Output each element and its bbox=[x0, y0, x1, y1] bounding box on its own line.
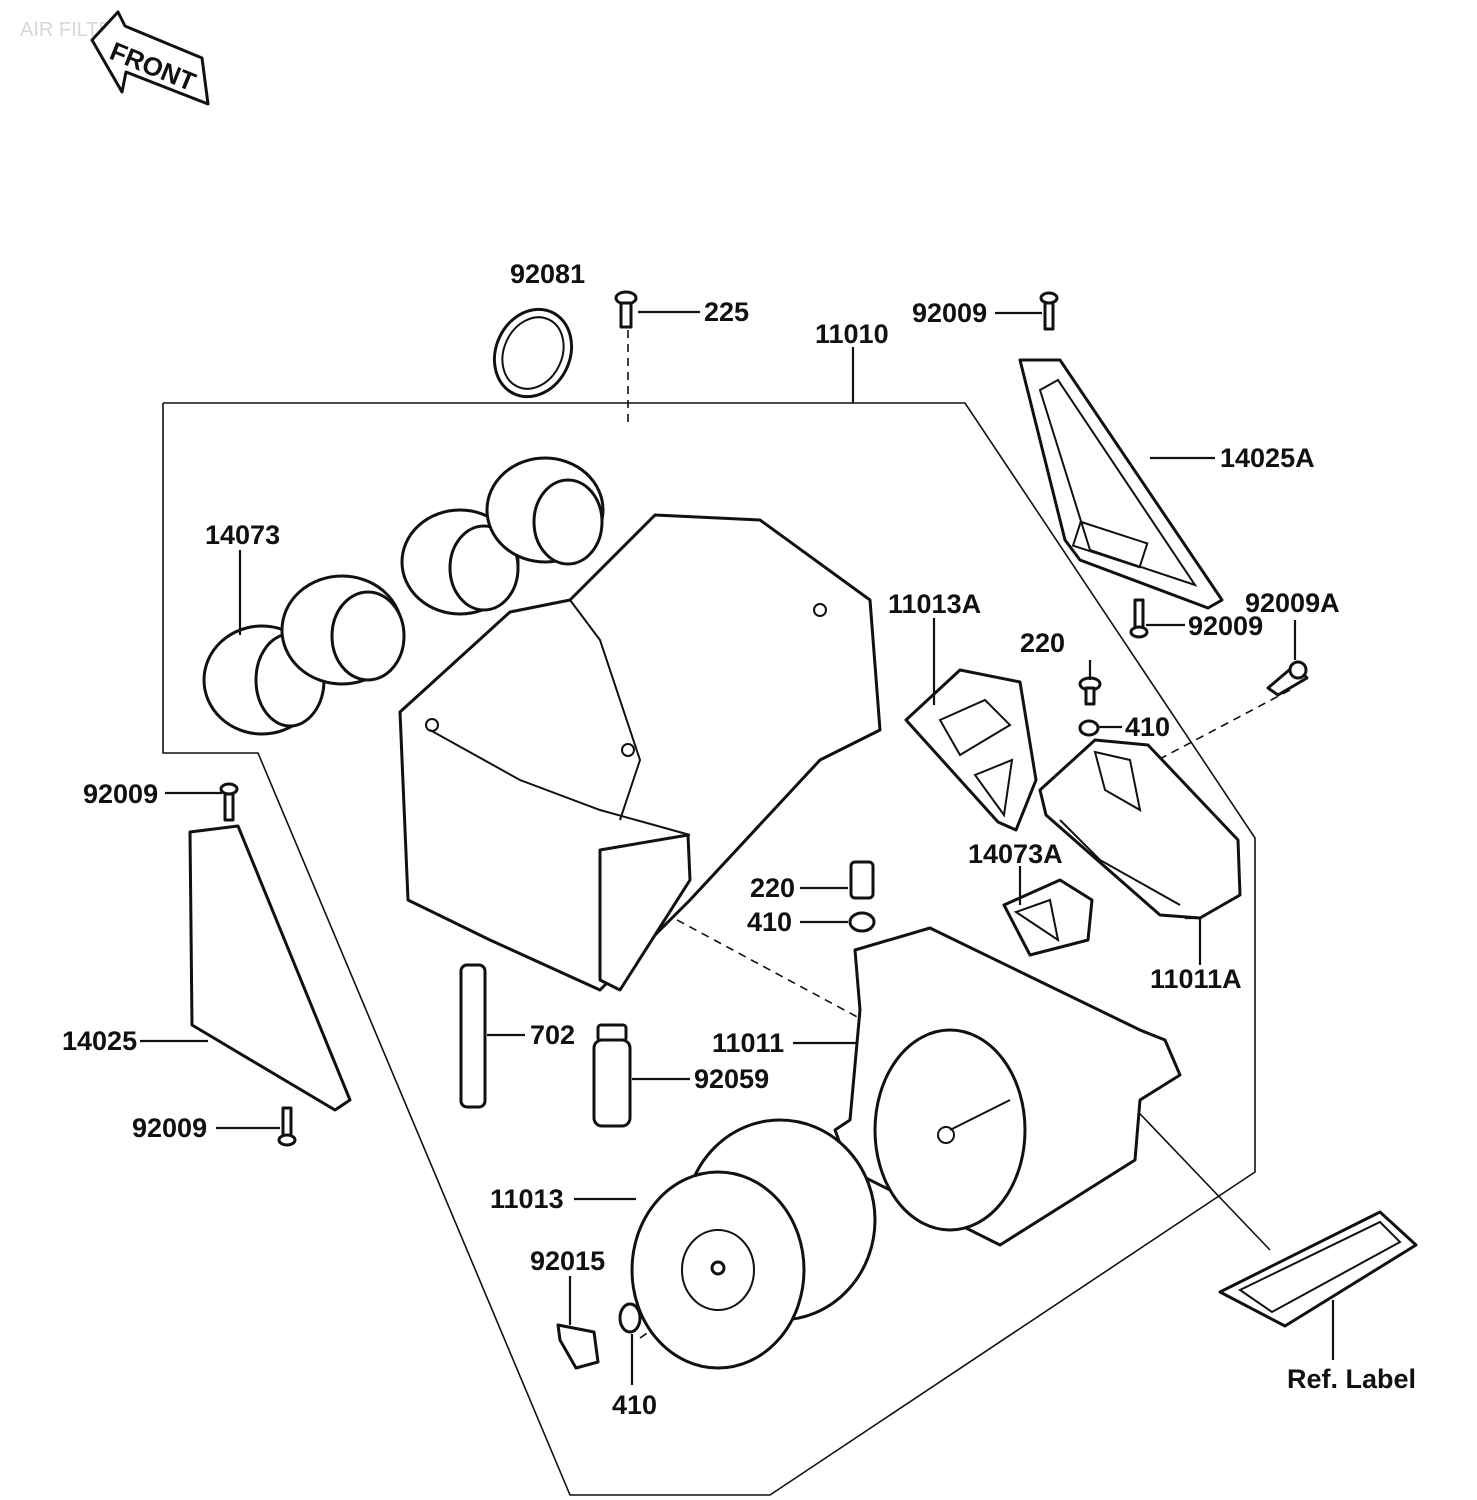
label-bolt-left-bottom: 92009 bbox=[132, 1113, 207, 1143]
label-bracket-left: 14025 bbox=[62, 1026, 137, 1056]
washer-220-top-drawing bbox=[1078, 676, 1102, 706]
label-screw-225: 225 bbox=[704, 297, 749, 327]
label-bolt-right-a: 92009A bbox=[1245, 588, 1340, 618]
leader-lines bbox=[140, 310, 1335, 1385]
washer-410-bottom-drawing bbox=[618, 1302, 642, 1334]
bolt-92009-left-top-drawing bbox=[219, 782, 239, 822]
tube-702-drawing bbox=[459, 963, 487, 1109]
label-washer-410-top: 410 bbox=[1125, 712, 1170, 742]
label-holders: 14073 bbox=[205, 520, 280, 550]
label-case-assy: 11010 bbox=[815, 319, 889, 349]
bracket-14025a-drawing bbox=[1018, 358, 1224, 610]
label-plug: 92059 bbox=[694, 1064, 769, 1094]
holder-drawings bbox=[202, 456, 605, 736]
label-case-a: 11011A bbox=[1150, 964, 1242, 994]
washer-410-top-drawing bbox=[1078, 719, 1100, 737]
label-bolt-left-top: 92009 bbox=[83, 779, 158, 809]
label-case: 11011 bbox=[712, 1028, 784, 1058]
o-ring-drawing bbox=[492, 307, 574, 399]
case-11011-drawing bbox=[833, 926, 1182, 1247]
label-cover-a: 11013A bbox=[888, 589, 981, 619]
label-o-ring: 92081 bbox=[510, 259, 585, 289]
label-bolt-right-lower: 92009 bbox=[1188, 611, 1263, 641]
label-bolt-top-right: 92009 bbox=[912, 298, 987, 328]
label-washer-410-bottom: 410 bbox=[612, 1390, 657, 1420]
bracket-14025-drawing bbox=[188, 824, 352, 1112]
duct-14073a-drawing bbox=[1002, 878, 1094, 957]
plug-92059-drawing bbox=[592, 1023, 632, 1128]
ref-label-drawing bbox=[1218, 1210, 1418, 1328]
bolt-92009-left-bottom-drawing bbox=[277, 1106, 297, 1147]
o-ring-inner bbox=[501, 316, 565, 390]
bolt-92009-top-right-drawing bbox=[1039, 291, 1059, 331]
label-washer-220-top: 220 bbox=[1020, 628, 1065, 658]
label-washer-410-mid: 410 bbox=[747, 907, 792, 937]
bolt-92009-right-lower-drawing bbox=[1129, 598, 1149, 639]
cover-11013a-drawing bbox=[904, 668, 1038, 832]
label-duct-a: 14073A bbox=[968, 839, 1063, 869]
air-box-drawing bbox=[398, 513, 882, 992]
label-nut: 92015 bbox=[530, 1246, 605, 1276]
label-washer-220-mid: 220 bbox=[750, 873, 795, 903]
washer-220-mid-drawing bbox=[849, 860, 875, 900]
case-11011a-drawing bbox=[1038, 738, 1242, 920]
label-bracket-right: 14025A bbox=[1220, 443, 1315, 473]
label-ref-label: Ref. Label bbox=[1287, 1364, 1416, 1394]
nut-92015-drawing bbox=[556, 1323, 600, 1370]
washer-410-mid-drawing bbox=[848, 911, 876, 933]
label-tube: 702 bbox=[530, 1020, 575, 1050]
bolt-92009a-drawing bbox=[1266, 660, 1309, 697]
screw-225-drawing bbox=[614, 290, 638, 329]
element-11013-drawing bbox=[630, 1118, 877, 1370]
front-arrow-badge: FRONT bbox=[90, 10, 210, 106]
guide-line bbox=[639, 899, 901, 1041]
assembly-outline bbox=[162, 402, 1256, 1496]
label-element: 11013 bbox=[490, 1184, 564, 1214]
